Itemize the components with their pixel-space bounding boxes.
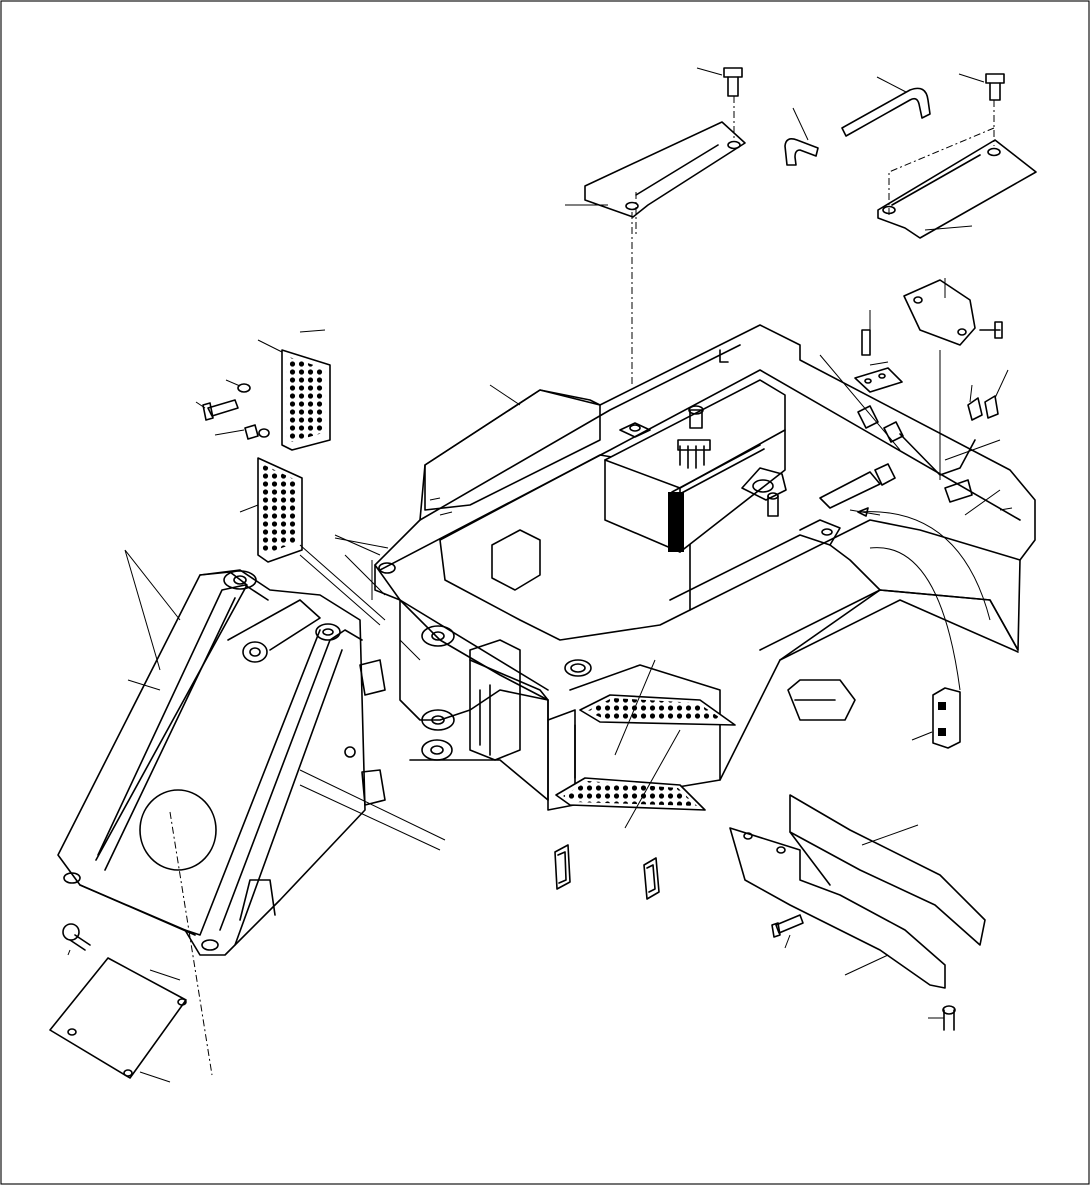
fender-panel-upper bbox=[789, 794, 986, 946]
bolt-lower-left bbox=[62, 923, 91, 956]
sweep-guide-arrows bbox=[857, 507, 991, 691]
shim-plate-right bbox=[643, 857, 660, 900]
bolt-fender-right bbox=[928, 1005, 956, 1031]
main-frame-body bbox=[374, 324, 1036, 811]
bracket-assembly-right bbox=[903, 278, 1003, 346]
pin-small-vertical bbox=[861, 310, 871, 356]
lower-cover-plate bbox=[49, 957, 187, 1083]
bolt-fender-left bbox=[771, 914, 804, 949]
loader-tower-frame bbox=[57, 549, 446, 1076]
right-cover-plate bbox=[877, 139, 1037, 239]
fender-panel-lower bbox=[729, 827, 946, 989]
left-cover-plate bbox=[584, 121, 746, 218]
bent-pin-long bbox=[841, 76, 931, 137]
step-plate-upper bbox=[257, 329, 331, 451]
lever-rod-upper bbox=[819, 463, 896, 516]
link-plate-small bbox=[854, 361, 903, 393]
nut-left bbox=[214, 424, 270, 440]
step-plate-lower bbox=[239, 457, 386, 621]
hex-bolt-left bbox=[195, 399, 239, 421]
mounting-bolt-top-left bbox=[696, 67, 743, 97]
washer-pair-right bbox=[967, 369, 1009, 421]
bent-pin-short bbox=[784, 107, 819, 166]
bracket-block-lower-right bbox=[911, 687, 961, 749]
mounting-bolt-top-right bbox=[958, 73, 1005, 101]
latch-hook-frame bbox=[819, 350, 1001, 503]
shim-plate-left bbox=[554, 844, 571, 890]
washer-left bbox=[225, 379, 251, 393]
